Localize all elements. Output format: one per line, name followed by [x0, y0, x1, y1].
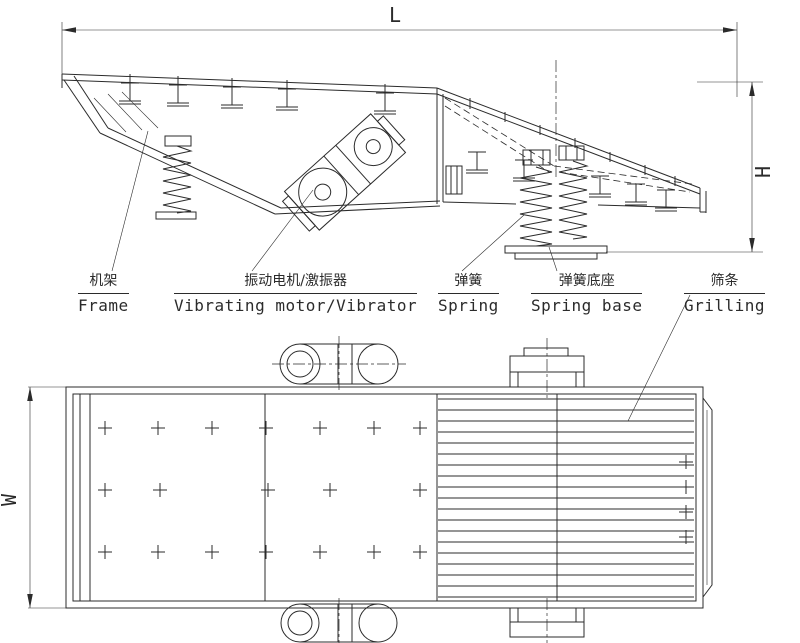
- right-springs: [519, 145, 589, 247]
- arrow-up-icon: [749, 82, 755, 96]
- motor-bottom: [280, 598, 398, 643]
- grilling-bars: [438, 398, 694, 598]
- dimension-length: L: [61, 3, 738, 97]
- label-vibrator-zh: 振动电机/激振器: [174, 270, 418, 294]
- dimension-height-label: H: [751, 166, 775, 178]
- label-frame-zh: 机架: [78, 270, 129, 294]
- left-spring: [155, 135, 197, 220]
- arrow-up-icon: [27, 387, 33, 401]
- label-grilling: 筛条 Grilling: [684, 270, 766, 315]
- spring-coil: [558, 160, 589, 240]
- label-spring-base-en: Spring base: [531, 296, 643, 315]
- leader-lines: [111, 130, 691, 422]
- label-spring: 弹簧 Spring: [438, 270, 499, 315]
- arrow-down-icon: [27, 594, 33, 608]
- deck-body: [65, 386, 713, 609]
- spring-mount-top: [509, 338, 585, 398]
- dimension-height: H: [606, 81, 775, 253]
- dimension-width: W: [0, 386, 68, 609]
- bolt-marks: [97, 420, 694, 560]
- dimension-width-label: W: [0, 493, 21, 506]
- arrow-down-icon: [749, 238, 755, 252]
- arrow-right-icon: [723, 27, 737, 33]
- feeder-body: [61, 60, 707, 215]
- vibrating-motor: [281, 113, 407, 232]
- arrow-left-icon: [62, 27, 76, 33]
- side-view: L H: [61, 3, 775, 422]
- spring-base: [504, 245, 608, 260]
- label-grilling-en: Grilling: [684, 296, 766, 315]
- label-vibrator: 振动电机/激振器 Vibrating motor/Vibrator: [174, 270, 418, 315]
- label-vibrator-en: Vibrating motor/Vibrator: [174, 296, 418, 315]
- motor-top: [272, 336, 406, 392]
- label-spring-zh: 弹簧: [438, 270, 499, 294]
- label-frame: 机架 Frame: [78, 270, 129, 315]
- dimension-length-label: L: [389, 3, 401, 27]
- plan-view: W: [0, 336, 713, 643]
- spring-mount-bottom: [509, 598, 585, 643]
- label-spring-base: 弹簧底座 Spring base: [531, 270, 643, 315]
- label-frame-en: Frame: [78, 296, 129, 315]
- label-spring-base-zh: 弹簧底座: [531, 270, 643, 294]
- label-grilling-zh: 筛条: [684, 270, 766, 294]
- spring-coil: [519, 166, 553, 247]
- label-spring-en: Spring: [438, 296, 499, 315]
